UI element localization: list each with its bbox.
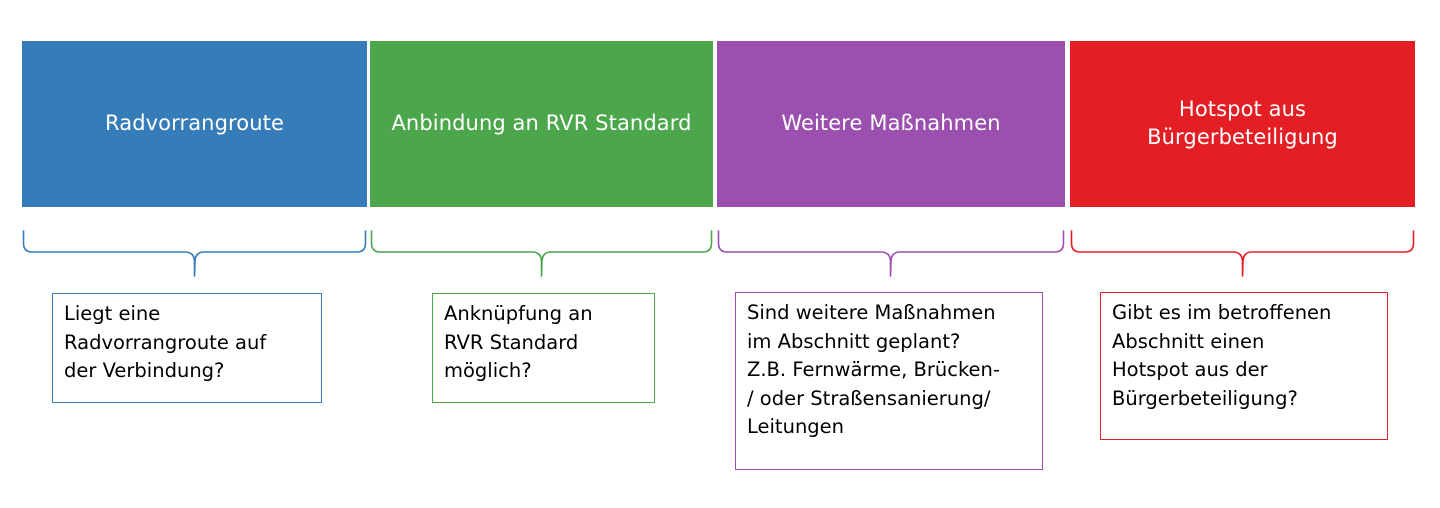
question-text-line: Gibt es im betroffenen [1112, 301, 1332, 324]
header-bar-label: Anbindung an RVR Standard [391, 111, 692, 136]
question-text-line: Bürgerbeteiligung? [1112, 386, 1298, 410]
header-bar-label: Weitere Maßnahmen [781, 111, 1001, 136]
question-box-weitere-massnahmen[interactable]: Sind weitere Maßnahmen im Abschnitt gepla… [735, 292, 1043, 470]
question-text-line: Liegt eine [64, 302, 161, 325]
header-bar-anbindung-rvr-standard[interactable]: Anbindung an RVR Standard [370, 41, 713, 207]
brace-hotspot-buergerbeteiligung [1070, 229, 1415, 279]
question-text-line: Z.B. Fernwärme, Brücken- [747, 358, 1000, 381]
question-text-line: möglich? [444, 359, 532, 382]
header-bar-label-line: Hotspot aus [1178, 97, 1307, 122]
brace-anbindung-rvr-standard [370, 229, 713, 279]
header-bar-label: Radvorrangroute [105, 111, 284, 136]
question-text-line: Hotspot aus der [1112, 358, 1268, 381]
question-text-line: Anknüpfung an [444, 302, 593, 325]
brace-radvorrangroute [22, 229, 367, 279]
question-text-line: RVR Standard [444, 330, 579, 354]
question-text-line: / oder Straßensanierung/ [747, 386, 991, 410]
header-bar-radvorrangroute[interactable]: Radvorrangroute [22, 41, 367, 207]
header-bar-weitere-massnahmen[interactable]: Weitere Maßnahmen [717, 41, 1065, 207]
question-text-line: Radvorrangroute auf [64, 330, 267, 354]
brace-weitere-massnahmen [717, 229, 1065, 279]
question-text-line: Leitungen [747, 415, 845, 438]
question-text-line: der Verbindung? [64, 359, 225, 382]
question-text-line: Abschnitt einen [1112, 329, 1265, 353]
question-box-anbindung-rvr-standard[interactable]: Anknüpfung an RVR Standard möglich? [432, 293, 655, 403]
question-text-line: im Abschnitt geplant? [747, 329, 961, 353]
question-text-line: Sind weitere Maßnahmen [747, 301, 996, 324]
header-bar-label-line: Bürgerbeteiligung [1147, 125, 1338, 149]
